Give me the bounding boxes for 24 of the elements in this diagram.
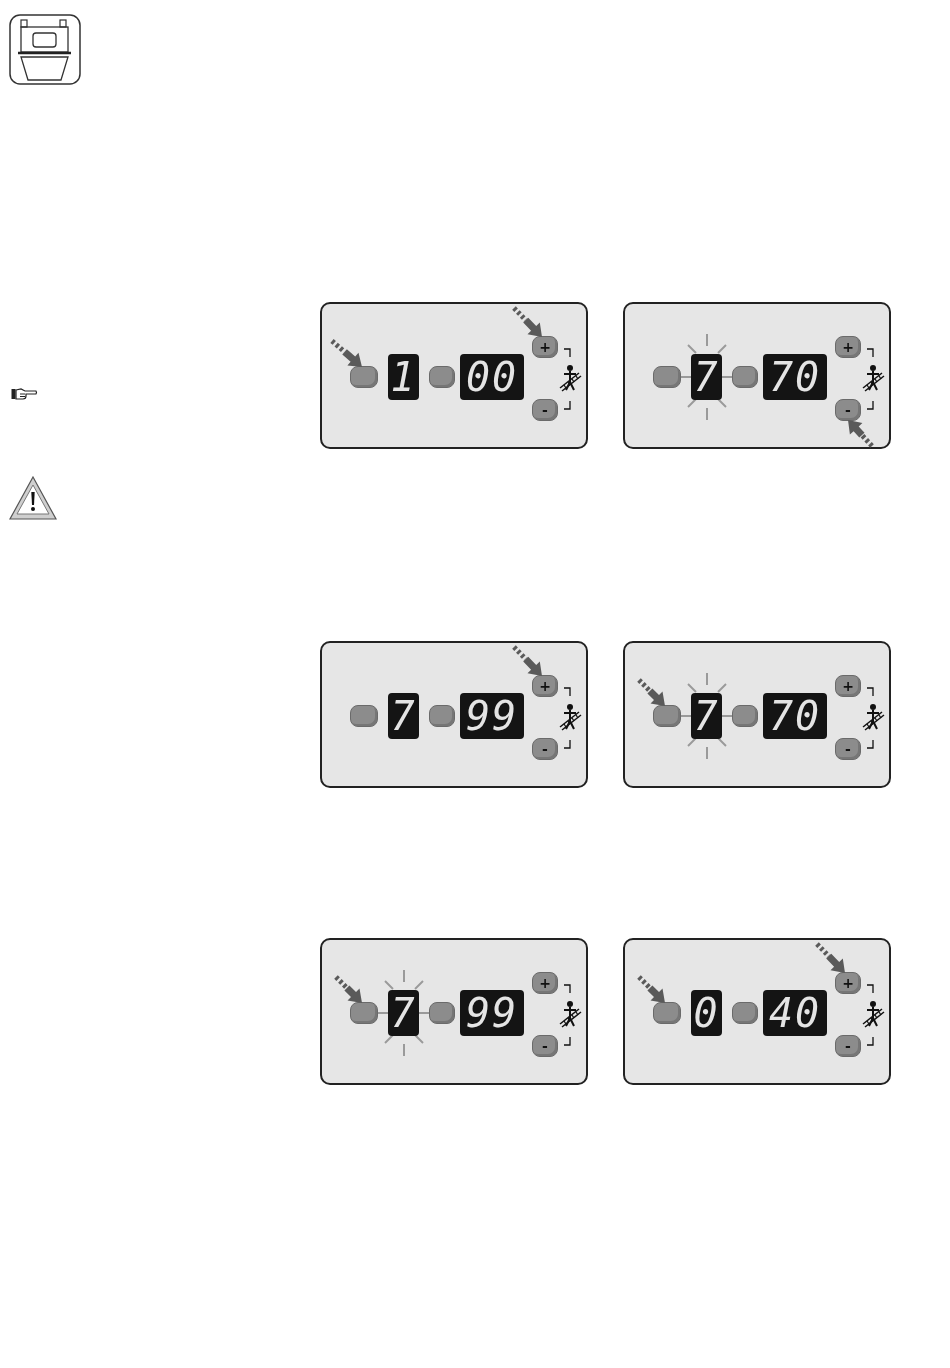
plus-button: + — [532, 675, 558, 697]
digit-display: 99 — [460, 693, 524, 739]
digit-display: 40 — [763, 990, 827, 1036]
plus-button: + — [532, 336, 558, 358]
plus-button: + — [532, 972, 558, 994]
digit-display: 00 — [460, 354, 524, 400]
digit-display: 7 — [691, 354, 722, 400]
plus-button: + — [835, 972, 861, 994]
minus-button: - — [835, 738, 861, 760]
digit-display: 0 — [691, 990, 722, 1036]
minus-button: - — [532, 738, 558, 760]
digit-display: 7 — [691, 693, 722, 739]
digit-display: 70 — [763, 354, 827, 400]
digit-display: 1 — [388, 354, 419, 400]
minus-button: - — [532, 399, 558, 421]
plus-button: + — [835, 336, 861, 358]
digit-display: 99 — [460, 990, 524, 1036]
plus-button: + — [835, 675, 861, 697]
digit-display: 70 — [763, 693, 827, 739]
minus-button: - — [835, 1035, 861, 1057]
digit-display: 7 — [388, 990, 419, 1036]
minus-button: - — [532, 1035, 558, 1057]
minus-button: - — [835, 399, 861, 421]
digit-display: 7 — [388, 693, 419, 739]
